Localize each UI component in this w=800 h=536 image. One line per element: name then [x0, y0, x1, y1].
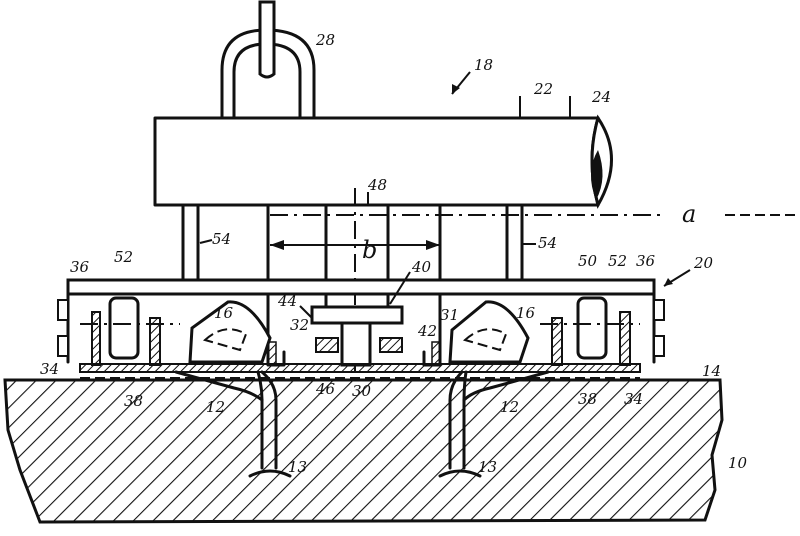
label-32: 32 [290, 316, 309, 334]
section-arrowhead-18 [452, 84, 460, 94]
label-54-right: 54 [538, 234, 557, 252]
bolt-head-left-13 [248, 469, 292, 478]
tube-end-shadow [590, 150, 603, 200]
label-36-left: 36 [70, 258, 90, 276]
label-18: 18 [474, 56, 493, 74]
label-52-left: 52 [114, 248, 133, 266]
label-14: 14 [702, 362, 721, 380]
label-a: a [682, 200, 696, 228]
profile-31-section [431, 341, 441, 365]
magnet-right-core [462, 328, 508, 352]
label-12-right: 12 [500, 398, 519, 416]
base-body [3, 378, 724, 524]
frame-top-50 [66, 278, 656, 296]
label-b: b [362, 236, 377, 264]
label-42: 42 [417, 322, 437, 340]
label-30: 30 [352, 382, 372, 400]
label-16-right: 16 [516, 304, 536, 322]
roller-right-52 [576, 296, 608, 360]
magnet-right-16 [448, 300, 530, 364]
anchor-right-arm [462, 370, 550, 402]
magnet-left-core [202, 328, 248, 352]
label-28: 28 [315, 31, 335, 49]
label-16-left: 16 [214, 304, 234, 322]
anchor-right-12 [448, 370, 464, 470]
label-40: 40 [411, 258, 432, 276]
label-34-left: 34 [40, 360, 59, 378]
leader-44 [299, 305, 313, 319]
label-50: 50 [578, 252, 598, 270]
label-48: 48 [367, 176, 387, 194]
hub-flange-44 [310, 305, 404, 325]
label-13-left: 13 [288, 458, 307, 476]
label-34-right: 34 [624, 390, 643, 408]
label-10: 10 [728, 454, 748, 472]
seal-right-42 [379, 337, 403, 353]
anchor-left-12 [260, 370, 278, 470]
bracket-right-inner [551, 317, 563, 366]
bracket-left [91, 311, 101, 366]
side-bolt-right-bottom [653, 335, 665, 357]
shaft-46 [340, 321, 372, 367]
side-bolt-left-top [57, 299, 69, 321]
anchor-left-arm [174, 370, 264, 402]
leader-54a [199, 239, 213, 244]
label-31: 31 [440, 306, 459, 324]
label-13-right: 13 [478, 458, 497, 476]
dimension-arrow-left [270, 240, 284, 250]
label-38-right: 38 [578, 390, 597, 408]
label-22: 22 [533, 80, 553, 98]
label-38-left: 38 [124, 392, 143, 410]
seal-left-42 [315, 337, 339, 353]
dimension-arrow-right [426, 240, 440, 250]
label-20: 20 [693, 254, 714, 272]
bolt-head-right-13 [438, 469, 482, 478]
label-52-right: 52 [608, 252, 627, 270]
label-44: 44 [277, 292, 297, 310]
magnet-left-16 [188, 300, 272, 364]
bracket-right [619, 311, 631, 366]
leader-40 [389, 271, 411, 305]
label-46: 46 [315, 380, 336, 398]
base-plate-30 [79, 363, 641, 373]
side-bolt-right-top [653, 299, 665, 321]
side-bolt-left-bottom [57, 335, 69, 357]
bracket-left-inner [149, 317, 161, 366]
label-12-left: 12 [206, 398, 225, 416]
label-24: 24 [591, 88, 611, 106]
roller-left-52 [108, 296, 140, 360]
label-54-left: 54 [212, 230, 231, 248]
arrowhead-20 [664, 278, 673, 286]
profile-32-section [267, 341, 277, 365]
hoist-rod [258, 0, 276, 79]
label-36-right: 36 [636, 252, 656, 270]
